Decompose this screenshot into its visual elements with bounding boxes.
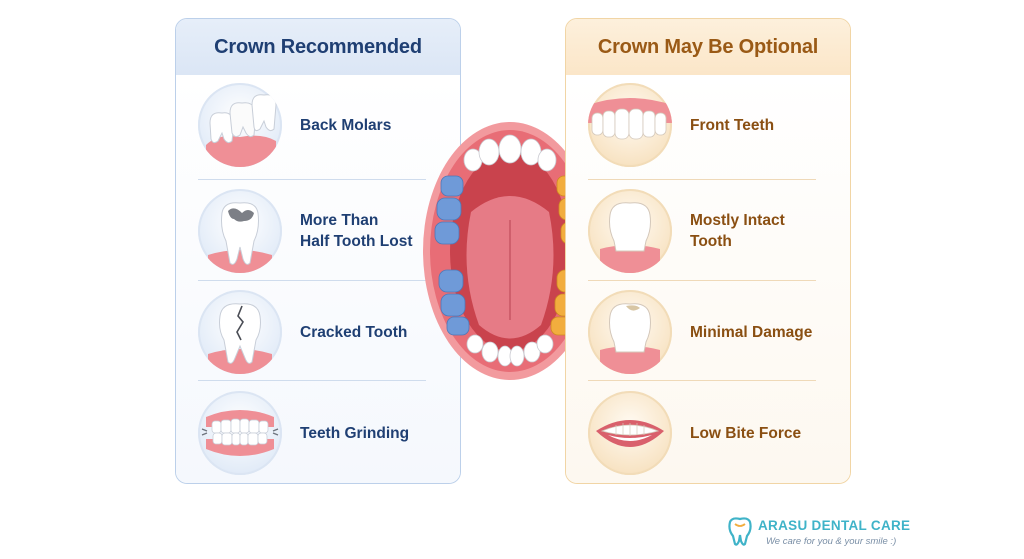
crown-optional-panel: Crown May Be Optional Front Teeth xyxy=(565,18,851,484)
crown-recommended-list: Back Molars More Than Half Tooth Lost xyxy=(176,75,460,483)
crown-optional-list: Front Teeth Mostly Intact Tooth xyxy=(566,75,850,483)
open-mouth-illustration xyxy=(421,120,599,382)
list-item-mostly-intact: Mostly Intact Tooth xyxy=(566,181,850,281)
brand-tagline: We care for you & your smile :) xyxy=(766,536,897,547)
smile-icon xyxy=(588,391,672,475)
front-teeth-icon xyxy=(588,83,672,167)
item-label: More Than Half Tooth Lost xyxy=(300,212,413,250)
clinic-logo: ARASU DENTAL CARE We care for you & your… xyxy=(726,514,910,548)
brand-name: ARASU DENTAL CARE xyxy=(758,518,911,533)
cracked-tooth-icon xyxy=(198,290,282,374)
item-label: Cracked Tooth xyxy=(300,323,408,341)
item-label: Low Bite Force xyxy=(690,424,802,442)
divider xyxy=(198,380,426,381)
crown-optional-title: Crown May Be Optional xyxy=(566,19,850,75)
list-item-front-teeth: Front Teeth xyxy=(566,75,850,175)
intact-tooth-icon xyxy=(588,189,672,273)
minimal-damage-tooth-icon xyxy=(588,290,672,374)
item-label: Mostly Intact Tooth xyxy=(690,212,785,250)
list-item-low-bite-force: Low Bite Force xyxy=(566,383,850,483)
divider xyxy=(588,280,816,281)
divider xyxy=(588,179,816,180)
tooth-logo-icon xyxy=(728,517,752,546)
crown-recommended-title: Crown Recommended xyxy=(176,19,460,75)
list-item-back-molars: Back Molars xyxy=(176,75,460,175)
list-item-minimal-damage: Minimal Damage xyxy=(566,282,850,382)
list-item-half-tooth-lost: More Than Half Tooth Lost xyxy=(176,181,460,281)
divider xyxy=(198,280,426,281)
item-label: Minimal Damage xyxy=(690,323,813,341)
list-item-cracked-tooth: Cracked Tooth xyxy=(176,282,460,382)
list-item-teeth-grinding: Teeth Grinding xyxy=(176,383,460,483)
decayed-tooth-icon xyxy=(198,189,282,273)
grinding-teeth-icon xyxy=(198,391,282,475)
crown-recommended-panel: Crown Recommended Back Molars xyxy=(175,18,461,484)
divider xyxy=(198,179,426,180)
molars-icon xyxy=(198,83,282,167)
item-label: Front Teeth xyxy=(690,116,775,134)
item-label: Teeth Grinding xyxy=(300,424,410,442)
divider xyxy=(588,380,816,381)
item-label: Back Molars xyxy=(300,116,392,134)
